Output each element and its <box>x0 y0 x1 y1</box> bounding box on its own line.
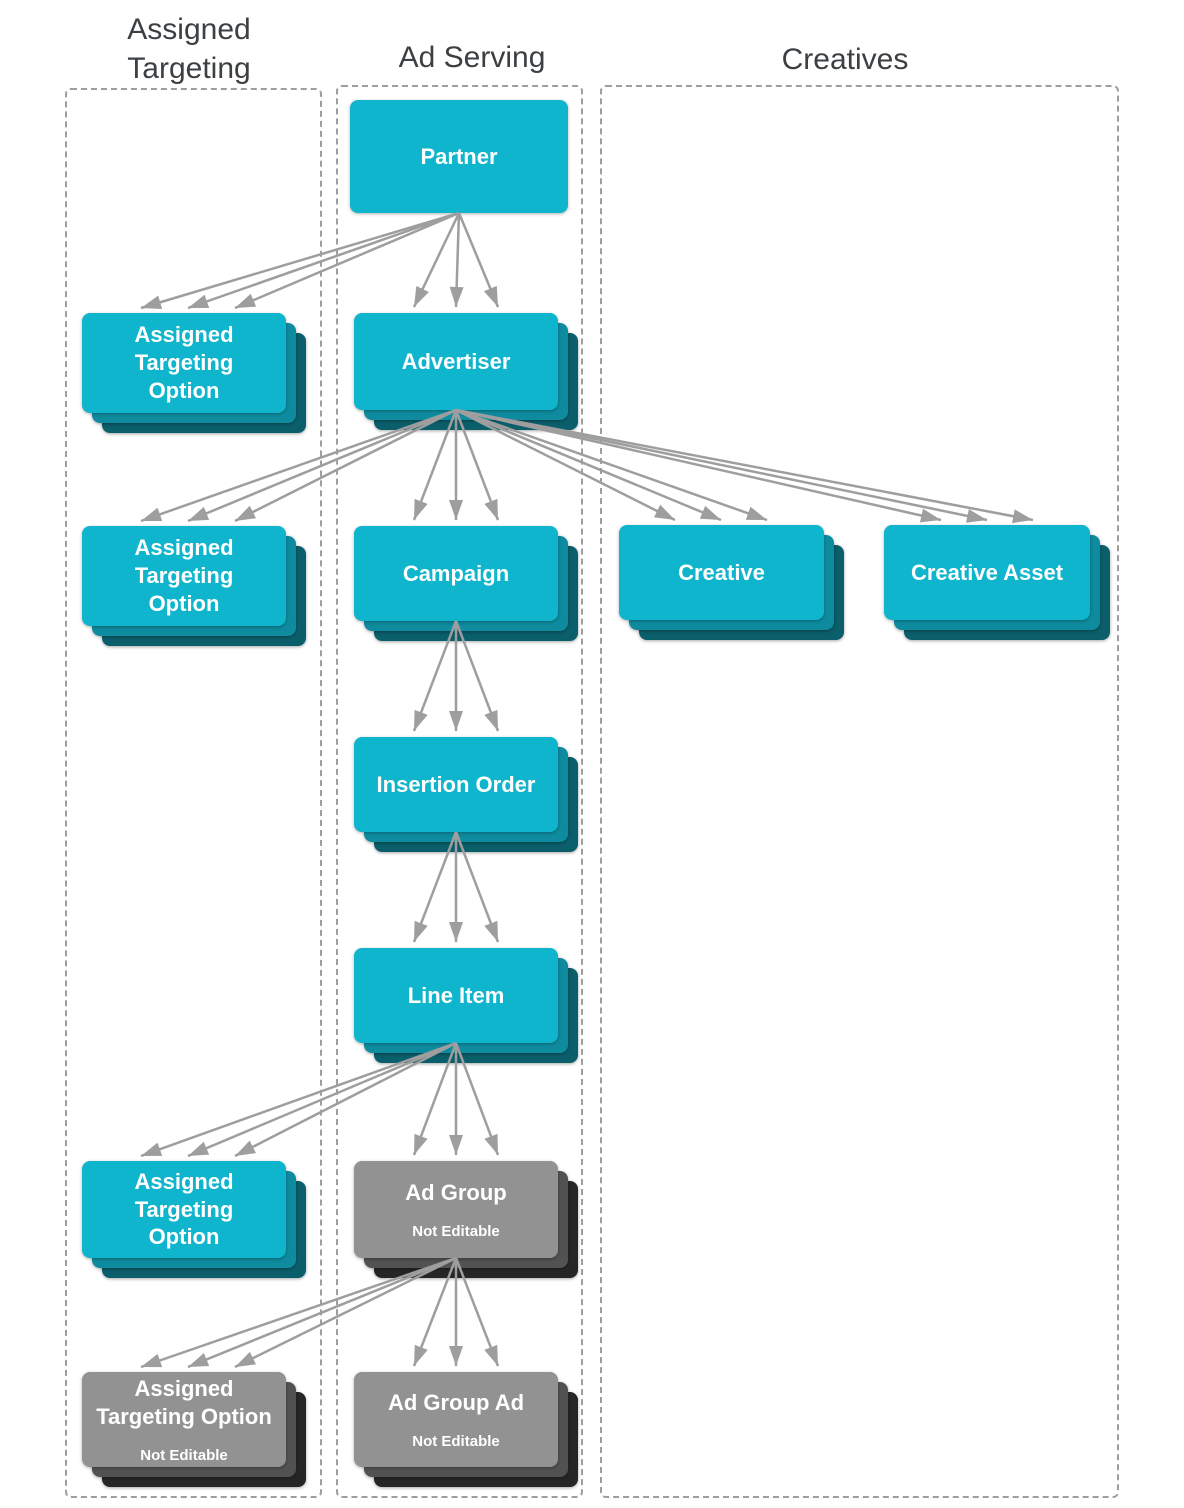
creative-asset-face: Creative Asset <box>884 525 1090 620</box>
ato-partner-box: Assigned Targeting Option <box>82 313 306 433</box>
ad-group-ad-label: Ad Group Ad <box>387 1390 525 1416</box>
column-header-creatives: Creatives <box>781 43 909 76</box>
column-frame-creatives <box>600 85 1119 1498</box>
creative-asset-box: Creative Asset <box>884 525 1110 640</box>
ato-partner-face: Assigned Targeting Option <box>82 313 286 413</box>
ad-group-sublabel: Not Editable <box>412 1222 500 1240</box>
advertiser-label: Advertiser <box>401 348 511 374</box>
ad-group-ad-box: Ad Group Ad Not Editable <box>354 1372 578 1487</box>
creative-face: Creative <box>619 525 824 620</box>
ato-partner-label: Assigned Targeting Option <box>134 322 234 403</box>
insertion-order-box: Insertion Order <box>354 737 578 852</box>
insertion-order-label: Insertion Order <box>376 771 536 797</box>
ato-line-item-box: Assigned Targeting Option <box>82 1161 306 1278</box>
ato-line-item-face: Assigned Targeting Option <box>82 1161 286 1258</box>
partner-box: Partner <box>350 100 568 213</box>
ato-advertiser-face: Assigned Targeting Option <box>82 526 286 626</box>
creative-box: Creative <box>619 525 844 640</box>
ad-group-ad-sublabel: Not Editable <box>412 1432 500 1450</box>
column-header-assigned-targeting: Assigned Targeting <box>127 13 251 85</box>
partner-face: Partner <box>350 100 568 213</box>
campaign-face: Campaign <box>354 526 558 621</box>
ad-group-ad-face: Ad Group Ad Not Editable <box>354 1372 558 1467</box>
ad-group-label: Ad Group <box>405 1180 507 1206</box>
creative-label: Creative <box>678 559 765 585</box>
ato-advertiser-box: Assigned Targeting Option <box>82 526 306 646</box>
line-item-face: Line Item <box>354 948 558 1043</box>
ato-ad-group-sublabel: Not Editable <box>140 1446 228 1464</box>
insertion-order-face: Insertion Order <box>354 737 558 832</box>
ato-line-item-label: Assigned Targeting Option <box>134 1168 234 1250</box>
line-item-label: Line Item <box>407 982 505 1008</box>
campaign-label: Campaign <box>402 560 510 586</box>
ato-advertiser-label: Assigned Targeting Option <box>134 535 234 616</box>
column-frame-assigned-targeting <box>65 88 322 1498</box>
campaign-box: Campaign <box>354 526 578 641</box>
ato-ad-group-label: Assigned Targeting Option <box>96 1376 272 1429</box>
advertiser-face: Advertiser <box>354 313 558 410</box>
creative-asset-label: Creative Asset <box>910 559 1064 585</box>
advertiser-box: Advertiser <box>354 313 578 430</box>
line-item-box: Line Item <box>354 948 578 1063</box>
partner-label: Partner <box>420 143 498 169</box>
column-frame-ad-serving <box>336 85 583 1498</box>
column-header-ad-serving: Ad Serving <box>398 41 546 74</box>
